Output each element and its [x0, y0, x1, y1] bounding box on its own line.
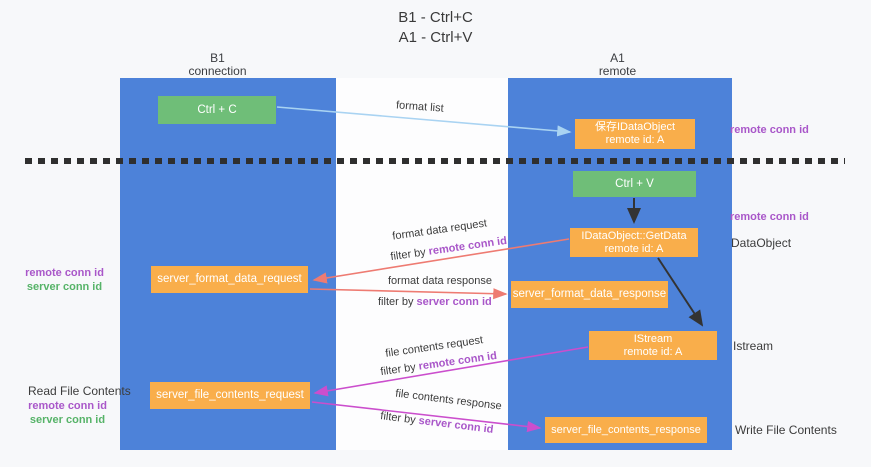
server-format-data-response-label: server_format_data_response [512, 288, 667, 300]
format-data-response-label: format data response [388, 275, 492, 287]
left-remote-conn-id-top: remote conn id [25, 267, 104, 279]
getdata-box: IDataObject::GetData remote id: A [570, 228, 698, 257]
server-file-contents-response-box: server_file_contents_response [545, 417, 707, 443]
right-remote-conn-id-top: remote conn id [730, 124, 809, 136]
dashed-divider [25, 158, 845, 164]
left-lane-name: B1 [210, 51, 225, 65]
server-file-contents-request-label: server_file_contents_request [156, 389, 304, 401]
title-line-1: B1 - Ctrl+C [398, 9, 473, 26]
write-file-contents-label: Write File Contents [735, 423, 837, 437]
save-dataobject-box: 保存IDataObject remote id: A [575, 119, 695, 149]
server-format-data-response-box: server_format_data_response [511, 281, 668, 308]
read-file-contents-label: Read File Contents [28, 384, 131, 398]
ctrl-c-label: Ctrl + C [197, 103, 237, 116]
left-conn-ids-bottom: remote conn id server conn id [25, 399, 110, 427]
ctrl-v-box: Ctrl + V [573, 171, 696, 197]
istream-box: IStream remote id: A [589, 331, 717, 360]
right-lane-type: remote [598, 64, 637, 78]
left-remote-conn-id-bottom: remote conn id [28, 400, 107, 412]
getdata-line2: remote id: A [604, 242, 664, 255]
right-lane-name: A1 [610, 51, 625, 65]
getdata-line1: IDataObject::GetData [581, 229, 687, 242]
server-file-contents-response-label: server_file_contents_response [551, 423, 701, 436]
filter-by-text: filter by [378, 296, 414, 308]
left-conn-ids-top: remote conn id server conn id [22, 266, 107, 294]
server-format-data-request-box: server_format_data_request [151, 266, 308, 293]
ctrl-c-box: Ctrl + C [158, 96, 276, 124]
title-line-2: A1 - Ctrl+V [398, 29, 473, 46]
dataobject-label: DataObject [731, 236, 792, 250]
left-server-conn-id-top: server conn id [26, 281, 103, 293]
server-format-data-request-label: server_format_data_request [157, 273, 302, 285]
right-lane-header: A1 remote [560, 52, 675, 78]
left-lane-header: B1 connection [160, 52, 275, 78]
istream-line2: remote id: A [623, 345, 683, 358]
save-dataobject-line2: remote id: A [605, 134, 665, 146]
diagram-title: B1 - Ctrl+C A1 - Ctrl+V [0, 8, 871, 48]
left-server-conn-id-bottom: server conn id [29, 414, 106, 426]
server-conn-id-text: server conn id [416, 296, 492, 308]
save-dataobject-line1: 保存IDataObject [594, 121, 676, 133]
istream-line1: IStream [633, 332, 673, 345]
server-file-contents-request-box: server_file_contents_request [150, 382, 310, 409]
format-data-response-filter: filter by server conn id [378, 296, 492, 308]
ctrl-v-label: Ctrl + V [615, 177, 654, 190]
right-remote-conn-id-mid: remote conn id [730, 211, 809, 223]
left-lane-type: connection [188, 64, 247, 78]
istream-side-label: Istream [733, 339, 774, 353]
